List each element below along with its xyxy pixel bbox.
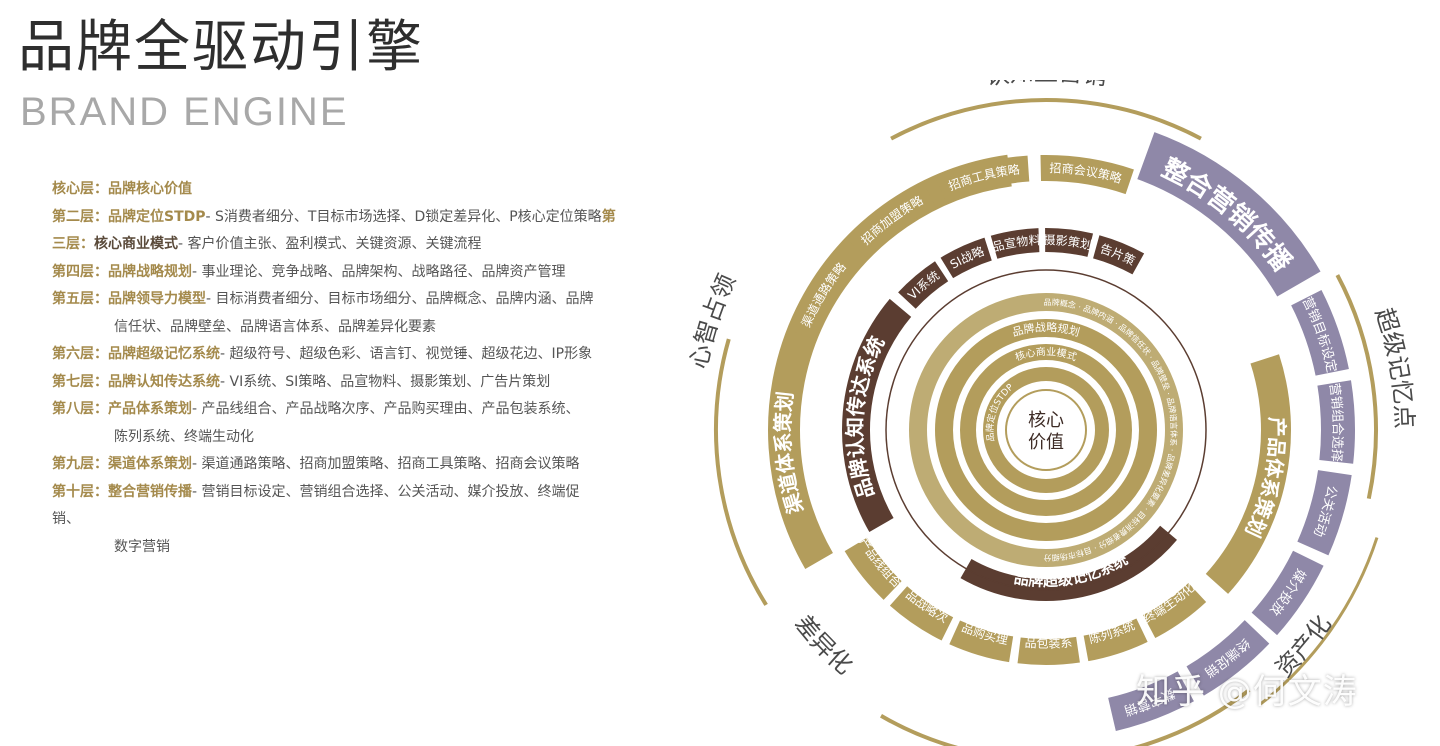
layer-desc: - 渠道通路策略、招商加盟策略、招商工具策略、招商会议策略 bbox=[192, 456, 580, 472]
outer-label: 认知型营销 bbox=[983, 80, 1109, 91]
page-title: 品牌全驱动引擎 bbox=[18, 15, 424, 80]
outer-arc bbox=[1335, 274, 1378, 500]
layer-head: 产品体系策划 bbox=[108, 401, 192, 417]
layer-item: 销、 bbox=[52, 506, 662, 534]
ring-product-segment bbox=[1017, 636, 1080, 665]
ring-channel-segment bbox=[935, 155, 1030, 203]
ring-integrated-item-text: 营销组合选择 bbox=[1326, 382, 1345, 462]
layer-head: 品牌战略规划 bbox=[108, 263, 192, 280]
ring-integrated-item: 营销组合选择 bbox=[1326, 382, 1345, 462]
ring-business bbox=[960, 344, 1132, 516]
layer-head: 渠道体系策划 bbox=[108, 456, 192, 472]
layer-desc: - 营销目标设定、营销组合选择、公关活动、媒介投放、终端促 bbox=[192, 483, 580, 500]
layer-item: 第九层：渠道体系策划- 渠道通路策略、招商加盟策略、招商工具策略、招商会议策略 bbox=[52, 451, 662, 479]
layer-label: 第四层： bbox=[52, 263, 108, 280]
layer-head: 核心商业模式 bbox=[94, 236, 178, 252]
ring-cognition-segment bbox=[1092, 235, 1145, 275]
core-circle bbox=[1005, 389, 1087, 471]
outer-label-text: 心智占领 bbox=[685, 270, 742, 371]
ring-product-segment bbox=[1083, 618, 1148, 662]
ring-cognition-band bbox=[842, 298, 912, 532]
ring-channel-segment bbox=[847, 183, 936, 258]
layer-desc: - 产品线组合、产品战略次序、产品购买理由、产品包装系统、 bbox=[192, 401, 580, 417]
layer-desc: - VI系统、SI策略、品宣物料、摄影策划、广告片策划 bbox=[220, 373, 551, 390]
layer-label: 第八层： bbox=[52, 401, 108, 417]
layer-desc: - 客户价值主张、盈利模式、关键资源、关键流程 bbox=[178, 236, 482, 252]
layer-item: 第八层：产品体系策划- 产品线组合、产品战略次序、产品购买理由、产品包装系统、 bbox=[52, 396, 662, 424]
layer-head: 整合营销传播 bbox=[108, 483, 192, 500]
ring-channel-segment bbox=[789, 249, 859, 340]
ring-strategy bbox=[935, 319, 1157, 541]
ring-product-segment bbox=[1142, 582, 1207, 639]
layer-desc: 数字营销 bbox=[114, 538, 170, 555]
ring-memory-line bbox=[885, 269, 1207, 591]
layer-head: 品牌超级记忆系统 bbox=[108, 346, 220, 362]
layer-desc: - 事业理论、竞争战略、品牌架构、战略路径、品牌资产管理 bbox=[192, 263, 566, 280]
layer-item: 第六层：品牌超级记忆系统- 超级符号、超级色彩、语言钉、视觉锤、超级花边、IP形… bbox=[52, 341, 662, 369]
outer-arc bbox=[890, 98, 1202, 141]
layer-label: 第十层： bbox=[52, 483, 108, 500]
core-label: 核心 bbox=[1028, 410, 1064, 431]
ring-cognition-segment bbox=[1044, 228, 1094, 257]
outer-arc bbox=[880, 688, 1251, 746]
layer-item: 三层：核心商业模式- 客户价值主张、盈利模式、关键资源、关键流程 bbox=[52, 231, 662, 259]
layer-head: 品牌定位STDP bbox=[108, 208, 206, 225]
layer-desc: 陈列系统、终端生动化 bbox=[114, 428, 254, 445]
ring-cognition-segment bbox=[940, 237, 993, 279]
ring-integrated-segment bbox=[1317, 380, 1355, 464]
layer-head: 品牌核心价值 bbox=[108, 181, 192, 197]
layer-label: 第七层： bbox=[52, 373, 108, 390]
layer-item: 第十层：整合营销传播- 营销目标设定、营销组合选择、公关活动、媒介投放、终端促 bbox=[52, 479, 662, 507]
ring-integrated-segment bbox=[1107, 671, 1194, 732]
layer-list: 核心层：品牌核心价值第二层：品牌定位STDP- S消费者细分、T目标市场选择、D… bbox=[52, 176, 662, 561]
layer-label: 第六层： bbox=[52, 346, 108, 362]
page-subtitle: BRAND ENGINE bbox=[20, 90, 349, 134]
layer-label: 第五层： bbox=[52, 291, 108, 307]
outer-label: 心智占领 bbox=[685, 270, 742, 371]
ring-cognition-segment bbox=[990, 228, 1040, 259]
layer-desc: - 超级符号、超级色彩、语言钉、视觉锤、超级花边、IP形象 bbox=[220, 346, 593, 362]
ring-leadership bbox=[909, 293, 1183, 567]
layer-item: 核心层：品牌核心价值 bbox=[52, 176, 662, 204]
outer-label-text: 差异化 bbox=[789, 610, 858, 680]
ring-integrated-title-band bbox=[1136, 132, 1321, 297]
layer-label: 三层： bbox=[52, 236, 94, 252]
layer-head: 品牌认知传达系统 bbox=[108, 373, 220, 390]
layer-label: 第九层： bbox=[52, 456, 108, 472]
ring-channel-segment bbox=[1040, 155, 1134, 195]
layer-label: 第二层： bbox=[52, 208, 108, 225]
ring-integrated-segment bbox=[1291, 290, 1349, 376]
layer-desc: - 目标消费者细分、目标市场细分、品牌概念、品牌内涵、品牌 bbox=[206, 291, 594, 307]
layer-item: 第七层：品牌认知传达系统- VI系统、SI策略、品宣物料、摄影策划、广告片策划 bbox=[52, 369, 662, 397]
outer-label: 差异化 bbox=[789, 610, 858, 680]
layer-label: 核心层： bbox=[52, 181, 108, 197]
layer-item: 陈列系统、终端生动化 bbox=[52, 424, 662, 452]
layer-item: 第二层：品牌定位STDP- S消费者细分、T目标市场选择、D锁定差异化、P核心定… bbox=[52, 204, 662, 232]
ring-integrated-segment bbox=[1186, 619, 1270, 696]
outer-arc bbox=[714, 338, 768, 606]
layer-desc: - S消费者细分、T目标市场选择、D锁定差异化、P核心定位策略 bbox=[205, 208, 602, 225]
layer-desc: 销、 bbox=[52, 511, 80, 527]
ring-stdp bbox=[983, 367, 1109, 493]
layer-desc: 信任状、品牌壁垒、品牌语言体系、品牌差异化要素 bbox=[114, 318, 436, 335]
watermark: 知乎 @何文涛 bbox=[1136, 672, 1358, 712]
ring-product-title-band bbox=[1205, 354, 1291, 594]
layer-head: 品牌领导力模型 bbox=[108, 291, 206, 307]
outer-label-text: 认知型营销 bbox=[983, 80, 1109, 91]
ring-integrated-segment bbox=[1297, 469, 1352, 556]
ring-product-segment bbox=[949, 620, 1014, 663]
layer-item: 数字营销 bbox=[52, 534, 662, 562]
layer-item: 第五层：品牌领导力模型- 目标消费者细分、目标市场细分、品牌概念、品牌内涵、品牌 bbox=[52, 286, 662, 314]
layer-item: 信任状、品牌壁垒、品牌语言体系、品牌差异化要素 bbox=[52, 314, 662, 342]
ring-cognition-segment bbox=[898, 261, 949, 309]
ring-product-segment bbox=[844, 537, 902, 600]
ring-product-segment bbox=[889, 586, 954, 641]
layer-tail: 第 bbox=[601, 208, 616, 225]
layer-item: 第四层：品牌战略规划- 事业理论、竞争战略、品牌架构、战略路径、品牌资产管理 bbox=[52, 259, 662, 287]
brand-engine-wheel: 认知型营销超级记忆点心智占领差异化资产化整合营销传播营销目标设定营销组合选择公关… bbox=[660, 80, 1418, 746]
core-label: 价值 bbox=[1028, 432, 1064, 453]
outer-arc bbox=[1259, 537, 1379, 706]
ring-integrated-segment bbox=[1251, 550, 1324, 636]
